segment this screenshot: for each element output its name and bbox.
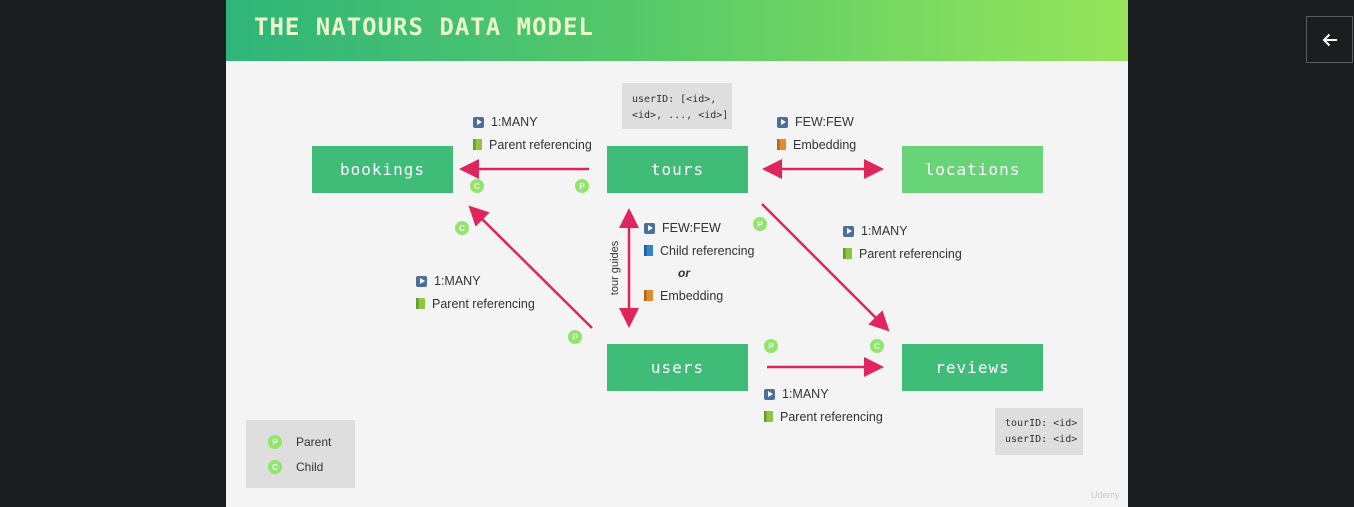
arrow-tours-reviews: [761, 203, 890, 332]
tours-user-ids-note: userID: [<id>, <id>, ..., <id>]: [622, 83, 732, 129]
rel-tours-reviews: 1:MANY Parent referencing: [843, 220, 962, 265]
play-icon: [416, 275, 427, 287]
rel-method-a: Child referencing: [660, 243, 755, 258]
tour-guides-label: tour guides: [609, 240, 621, 296]
green-book-icon: [843, 248, 852, 260]
rel-type: FEW:FEW: [795, 115, 854, 129]
rel-method: Parent referencing: [489, 137, 592, 152]
legend-parent: P Parent: [268, 435, 331, 449]
play-icon: [777, 116, 788, 128]
blue-book-icon: [644, 245, 653, 257]
slide: THE NATOURS DATA MODEL bookings tours lo…: [226, 0, 1128, 507]
green-book-icon: [416, 298, 425, 310]
slide-header: THE NATOURS DATA MODEL: [226, 0, 1128, 61]
entity-reviews[interactable]: reviews: [902, 344, 1043, 391]
rel-tours-locations: FEW:FEW Embedding: [777, 111, 856, 156]
rel-users-bookings: 1:MANY Parent referencing: [416, 270, 535, 315]
legend-child: C Child: [268, 460, 323, 474]
parent-marker: P: [268, 435, 282, 449]
entity-tours[interactable]: tours: [607, 146, 748, 193]
orange-book-icon: [777, 139, 786, 151]
entity-locations[interactable]: locations: [902, 146, 1043, 193]
rel-type: 1:MANY: [434, 274, 481, 288]
parent-marker: P: [575, 179, 589, 193]
rel-tours-bookings: 1:MANY Parent referencing: [473, 111, 592, 156]
relationship-arrows: [459, 159, 890, 377]
entity-bookings[interactable]: bookings: [312, 146, 453, 193]
note-line: tourID: <id>: [1005, 418, 1078, 429]
parent-marker: P: [764, 339, 778, 353]
back-button[interactable]: [1306, 16, 1353, 63]
rel-method: Embedding: [793, 137, 857, 152]
rel-type: 1:MANY: [782, 387, 829, 401]
play-icon: [843, 225, 854, 237]
rel-tours-users: FEW:FEW Child referencing or Embedding: [644, 217, 755, 307]
arrow-users-bookings: [468, 205, 593, 329]
legend-parent-label: Parent: [296, 435, 332, 449]
rel-type: 1:MANY: [491, 115, 538, 129]
green-book-icon: [764, 411, 773, 423]
arrow-left-icon: [1322, 33, 1337, 46]
note-line: <id>, ..., <id>]: [632, 110, 729, 121]
child-marker: C: [870, 339, 884, 353]
child-marker: C: [268, 460, 282, 474]
rel-users-reviews: 1:MANY Parent referencing: [764, 383, 883, 428]
entity-users[interactable]: users: [607, 344, 748, 391]
rel-method: Parent referencing: [432, 296, 535, 311]
rel-method-b: Embedding: [660, 288, 724, 303]
note-line: userID: [<id>,: [632, 94, 717, 105]
child-marker: C: [455, 221, 469, 235]
orange-book-icon: [644, 290, 653, 302]
legend: P Parent C Child: [246, 420, 355, 488]
parent-marker: P: [568, 330, 582, 344]
rel-type: 1:MANY: [861, 224, 908, 238]
rel-method: Parent referencing: [780, 409, 883, 424]
parent-marker: P: [753, 217, 767, 231]
green-book-icon: [473, 139, 482, 151]
rel-method: Parent referencing: [859, 246, 962, 261]
note-line: userID: <id>: [1005, 434, 1078, 445]
child-marker: C: [470, 179, 484, 193]
rel-or: or: [678, 266, 690, 280]
udemy-watermark: Udemy: [1091, 490, 1120, 500]
slide-title: THE NATOURS DATA MODEL: [254, 13, 594, 41]
play-icon: [473, 116, 484, 128]
reviews-ids-note: tourID: <id> userID: <id>: [995, 408, 1083, 455]
rel-type: FEW:FEW: [662, 221, 721, 235]
play-icon: [764, 388, 775, 400]
legend-child-label: Child: [296, 460, 324, 474]
play-icon: [644, 222, 655, 234]
